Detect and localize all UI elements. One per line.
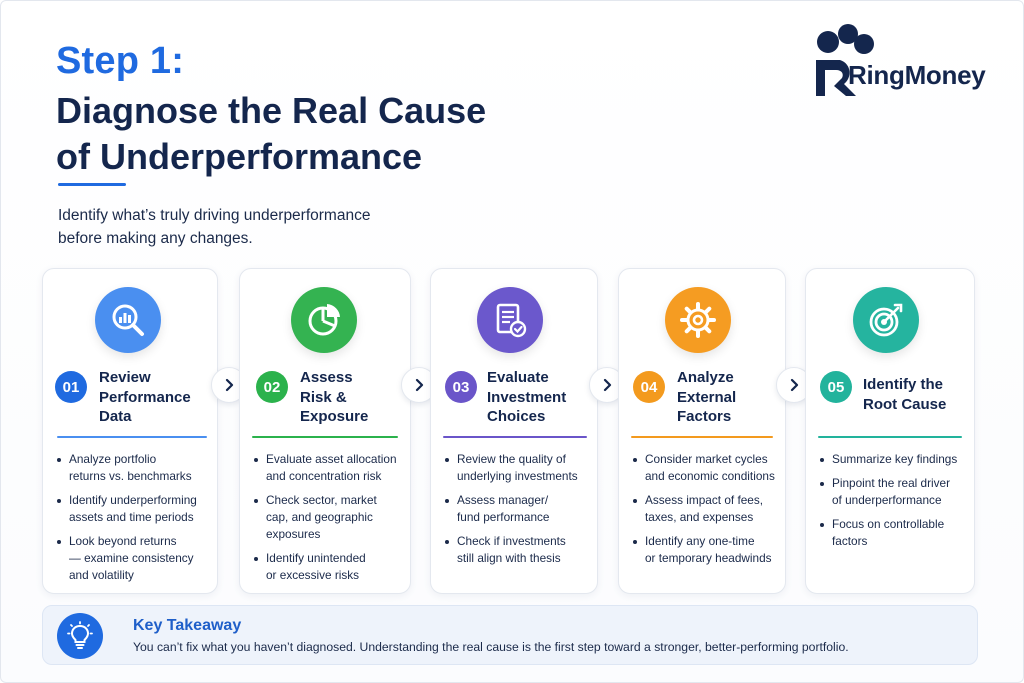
step-title-1: Review Performance Data <box>99 369 191 425</box>
step-title-5: Identify the Root Cause <box>863 376 947 413</box>
step-card-2: 02 Assess Risk & Exposure Evaluate asset… <box>239 268 411 594</box>
list-item: Look beyond returns— examine consistency… <box>55 533 215 584</box>
step-number-1: 01 <box>55 371 87 403</box>
card-divider <box>818 436 962 438</box>
list-item: Assess manager/fund performance <box>443 492 597 526</box>
step-card-5: 05 Identify the Root Cause Summarize key… <box>805 268 975 594</box>
lightbulb-icon <box>57 613 103 659</box>
step-card-3: 03 Evaluate Investment Choices Review th… <box>430 268 598 594</box>
card-divider <box>443 436 587 438</box>
target-icon <box>853 287 919 353</box>
takeaway-text: You can’t fix what you haven’t diagnosed… <box>133 640 849 654</box>
brand-name: RingMoney <box>848 60 986 90</box>
gear-icon <box>665 287 731 353</box>
list-item: Summarize key findings <box>818 451 974 468</box>
step-title-3: Evaluate Investment Choices <box>487 369 567 425</box>
page-title: Diagnose the Real Cause of Underperforma… <box>56 88 616 180</box>
list-item: Assess impact of fees,taxes, and expense… <box>631 492 787 526</box>
document-check-icon <box>477 287 543 353</box>
key-takeaway-banner: Key Takeaway You can’t fix what you have… <box>42 605 978 665</box>
takeaway-title: Key Takeaway <box>133 617 242 634</box>
bullet-list-5: Summarize key findings Pinpoint the real… <box>818 451 974 557</box>
step-number-3: 03 <box>445 371 477 403</box>
ringmoney-logo <box>816 24 874 96</box>
card-divider <box>631 436 773 438</box>
step-card-4: 04 Analyze External Factors Consider mar… <box>618 268 786 594</box>
subtitle-line-2: before making any changes. <box>58 230 253 247</box>
card-divider <box>252 436 398 438</box>
page-title-line-1: Diagnose the Real Cause <box>56 90 487 131</box>
page-subtitle: Identify what’s truly driving underperfo… <box>58 204 478 250</box>
title-underline <box>58 183 126 186</box>
page-title-line-2: of Underperformance <box>56 136 423 177</box>
step-number-4: 04 <box>633 371 665 403</box>
card-divider <box>57 436 207 438</box>
step-number-2: 02 <box>256 371 288 403</box>
pie-chart-icon <box>291 287 357 353</box>
step-title-2: Assess Risk & Exposure <box>300 369 369 425</box>
step-title-4: Analyze External Factors <box>677 369 737 425</box>
subtitle-line-1: Identify what’s truly driving underperfo… <box>58 207 371 224</box>
step-card-1: 01 Review Performance Data Analyze portf… <box>42 268 218 594</box>
step-number-5: 05 <box>820 371 852 403</box>
step-label: Step 1: <box>56 40 185 82</box>
magnifier-chart-icon <box>95 287 161 353</box>
